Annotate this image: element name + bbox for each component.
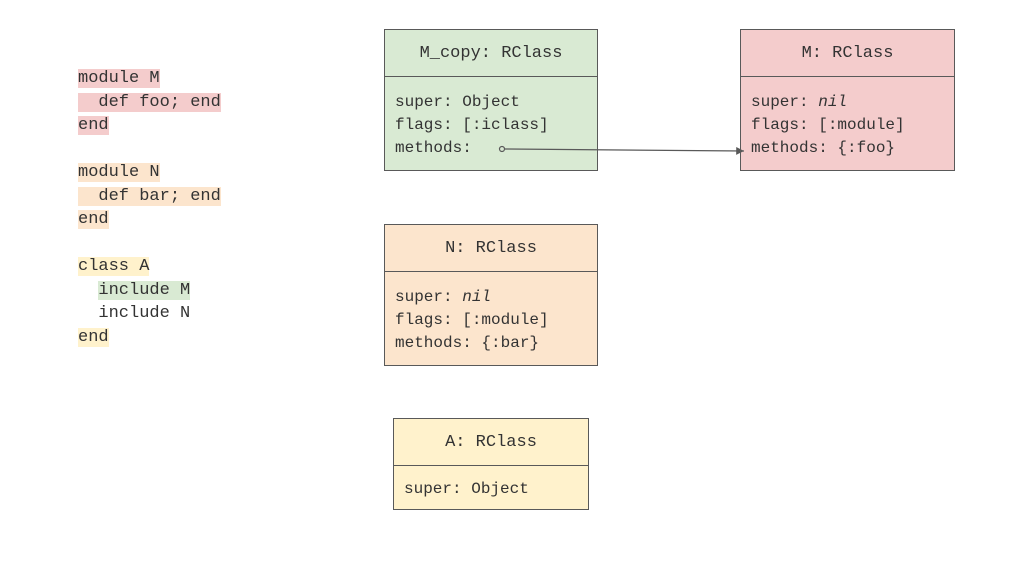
pointer-origin-dot [498,145,506,153]
methods-field: methods: {:bar} [395,334,540,352]
code-line: class A [78,257,150,276]
box-title: M_copy: RClass [385,30,597,77]
m-copy-box: M_copy: RClass super: Object flags: [:ic… [384,29,598,171]
code-line: module N [78,163,160,182]
methods-field: methods: {:foo} [751,139,896,157]
code-listing: module M def foo; end end module N def b… [78,67,221,349]
super-field: super: nil [395,288,492,306]
a-box: A: RClass super: Object [393,418,589,510]
code-line: def foo; end [78,92,221,112]
flags-field: flags: [:iclass] [395,116,549,134]
flags-field: flags: [:module] [395,311,549,329]
code-line: def bar; end [78,186,221,206]
n-box: N: RClass super: nil flags: [:module] me… [384,224,598,366]
flags-field: flags: [:module] [751,116,905,134]
methods-field: methods: [395,139,472,157]
box-title: A: RClass [394,419,588,466]
pointer-arrow [504,147,745,155]
super-field: super: nil [751,93,848,111]
box-title: M: RClass [741,30,954,77]
m-box: M: RClass super: nil flags: [:module] me… [740,29,955,171]
code-line: include N [78,304,191,323]
code-line: module M [78,69,160,88]
super-field: super: Object [395,93,520,111]
code-line: end [78,327,109,347]
code-line: end [78,210,109,229]
code-line: end [78,116,109,135]
code-line: include M [98,280,191,300]
box-title: N: RClass [385,225,597,272]
super-field: super: Object [404,480,529,498]
